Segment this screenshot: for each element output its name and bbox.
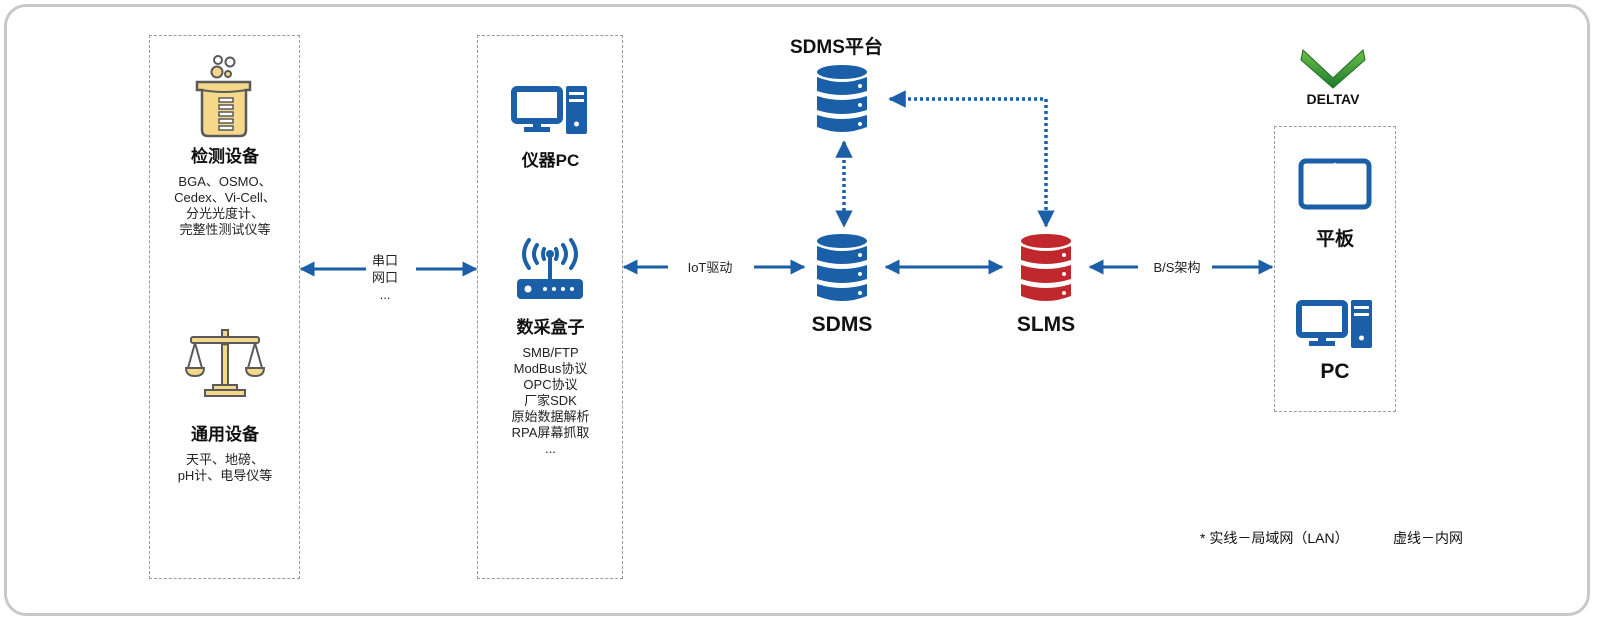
slms-platform-dashed-arrow xyxy=(888,90,1055,228)
collector-group xyxy=(477,35,623,579)
serial-link-label: 串口 网口 ... xyxy=(355,252,415,303)
testing-equipment-item: Cedex、Vi-Cell、 xyxy=(174,190,276,205)
serial-link-line: 网口 xyxy=(371,270,398,285)
protocol-item: 厂家SDK xyxy=(524,393,577,408)
diagram-frame xyxy=(4,4,1590,616)
beaker-icon xyxy=(190,50,260,140)
protocol-item: RPA屏幕抓取 xyxy=(511,425,590,440)
desktop-pc-icon xyxy=(511,86,589,134)
general-equipment-list: 天平、地磅、 pH计、电导仪等 xyxy=(150,452,300,484)
instruments-group xyxy=(149,35,300,579)
general-equipment-title: 通用设备 xyxy=(191,425,259,444)
sdms-database-icon xyxy=(816,234,868,304)
protocol-item: ... xyxy=(545,441,556,456)
testing-equipment-list: BGA、OSMO、 Cedex、Vi-Cell、 分光光度计、 完整性测试仪等 xyxy=(150,174,300,238)
general-equipment-item: 天平、地磅、 xyxy=(185,452,264,467)
clients-group xyxy=(1274,126,1396,412)
testing-equipment-title: 检测设备 xyxy=(191,147,259,166)
protocol-item: OPC协议 xyxy=(523,377,578,392)
tablet-label: 平板 xyxy=(1315,229,1354,250)
serial-link-line: ... xyxy=(379,287,391,302)
iot-link-label: IoT驱动 xyxy=(687,260,733,275)
slms-label: SLMS xyxy=(1016,313,1076,336)
instrument-pc-label: 仪器PC xyxy=(521,151,580,170)
collector-box-title: 数采盒子 xyxy=(516,318,585,337)
balance-scale-icon xyxy=(184,328,266,400)
testing-equipment-item: BGA、OSMO、 xyxy=(178,174,272,189)
general-equipment-item: pH计、电导仪等 xyxy=(177,468,273,483)
testing-equipment-item: 完整性测试仪等 xyxy=(179,222,271,237)
sdms-label: SDMS xyxy=(811,313,873,336)
tablet-icon xyxy=(1298,158,1372,210)
collector-protocol-list: SMB/FTP ModBus协议 OPC协议 厂家SDK 原始数据解析 RPA屏… xyxy=(478,345,623,457)
protocol-item: 原始数据解析 xyxy=(511,409,590,424)
client-pc-label: PC xyxy=(1320,360,1350,383)
router-icon xyxy=(515,234,585,300)
testing-equipment-item: 分光光度计、 xyxy=(185,206,264,221)
slms-database-icon xyxy=(1020,234,1072,304)
serial-link-line: 串口 xyxy=(371,253,398,268)
bs-link-label: B/S架构 xyxy=(1153,260,1201,275)
deltav-logo: DELTAV xyxy=(1297,48,1373,110)
legend-dashed-line: 虚线－内网 xyxy=(1393,530,1463,546)
database-icon xyxy=(816,65,868,135)
platform-title: SDMS平台 xyxy=(790,37,883,58)
protocol-item: SMB/FTP xyxy=(522,345,579,360)
deltav-brand-text: DELTAV xyxy=(1307,91,1361,107)
legend-solid-line: * 实线－局域网（LAN） xyxy=(1200,530,1349,546)
client-pc-icon xyxy=(1296,300,1374,348)
protocol-item: ModBus协议 xyxy=(513,361,588,376)
